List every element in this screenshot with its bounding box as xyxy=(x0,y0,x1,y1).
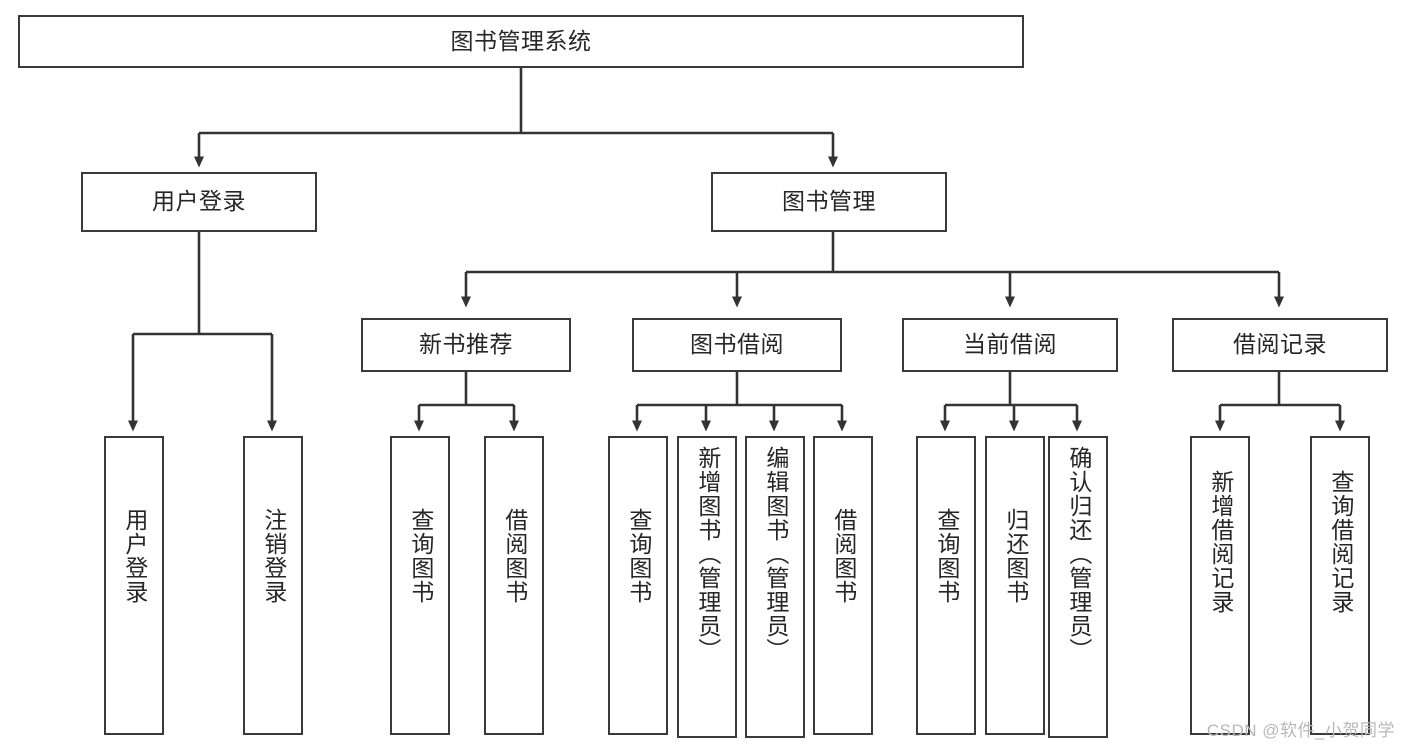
node-leaf-confirm-return-label: 确认归还（管理员） xyxy=(1065,446,1092,662)
node-book-management[interactable]: 图书管理 xyxy=(711,172,947,232)
node-leaf-borrow-book-2[interactable]: 借阅图书 xyxy=(813,436,873,735)
node-leaf-query-book-2-label: 查询图书 xyxy=(625,508,652,604)
node-current-borrow[interactable]: 当前借阅 xyxy=(902,318,1118,372)
node-book-management-label: 图书管理 xyxy=(782,188,876,215)
node-leaf-user-login-label: 用户登录 xyxy=(121,508,148,604)
node-leaf-query-record[interactable]: 查询借阅记录 xyxy=(1310,436,1370,735)
node-leaf-borrow-book-2-label: 借阅图书 xyxy=(830,508,857,604)
node-leaf-add-record-label: 新增借阅记录 xyxy=(1207,470,1234,614)
node-user-login[interactable]: 用户登录 xyxy=(81,172,317,232)
node-leaf-add-record[interactable]: 新增借阅记录 xyxy=(1190,436,1250,735)
node-leaf-query-record-label: 查询借阅记录 xyxy=(1327,470,1354,614)
node-leaf-query-book-3[interactable]: 查询图书 xyxy=(916,436,976,735)
node-leaf-edit-book[interactable]: 编辑图书（管理员） xyxy=(745,436,805,738)
node-leaf-borrow-book-1-label: 借阅图书 xyxy=(501,508,528,604)
node-leaf-add-book[interactable]: 新增图书（管理员） xyxy=(677,436,737,738)
node-leaf-query-book-3-label: 查询图书 xyxy=(933,508,960,604)
node-leaf-return-book-label: 归还图书 xyxy=(1002,508,1029,604)
node-leaf-logout-login-label: 注销登录 xyxy=(260,508,287,604)
node-leaf-confirm-return[interactable]: 确认归还（管理员） xyxy=(1048,436,1108,738)
node-new-book-recommend-label: 新书推荐 xyxy=(419,331,513,358)
node-user-login-label: 用户登录 xyxy=(152,188,246,215)
node-leaf-logout-login[interactable]: 注销登录 xyxy=(243,436,303,735)
node-book-borrow[interactable]: 图书借阅 xyxy=(632,318,842,372)
watermark: CSDN @软件_小贺同学 xyxy=(1206,721,1395,740)
node-leaf-query-book-1[interactable]: 查询图书 xyxy=(390,436,450,735)
node-leaf-return-book[interactable]: 归还图书 xyxy=(985,436,1045,735)
node-leaf-query-book-2[interactable]: 查询图书 xyxy=(608,436,668,735)
node-borrow-record[interactable]: 借阅记录 xyxy=(1172,318,1388,372)
node-root[interactable]: 图书管理系统 xyxy=(18,15,1024,68)
node-leaf-add-book-label: 新增图书（管理员） xyxy=(694,446,721,662)
node-new-book-recommend[interactable]: 新书推荐 xyxy=(361,318,571,372)
node-leaf-query-book-1-label: 查询图书 xyxy=(407,508,434,604)
node-root-label: 图书管理系统 xyxy=(450,27,592,54)
node-leaf-edit-book-label: 编辑图书（管理员） xyxy=(762,446,789,662)
node-current-borrow-label: 当前借阅 xyxy=(963,331,1057,358)
node-borrow-record-label: 借阅记录 xyxy=(1233,331,1327,358)
node-book-borrow-label: 图书借阅 xyxy=(690,331,784,358)
node-leaf-borrow-book-1[interactable]: 借阅图书 xyxy=(484,436,544,735)
node-leaf-user-login[interactable]: 用户登录 xyxy=(104,436,164,735)
